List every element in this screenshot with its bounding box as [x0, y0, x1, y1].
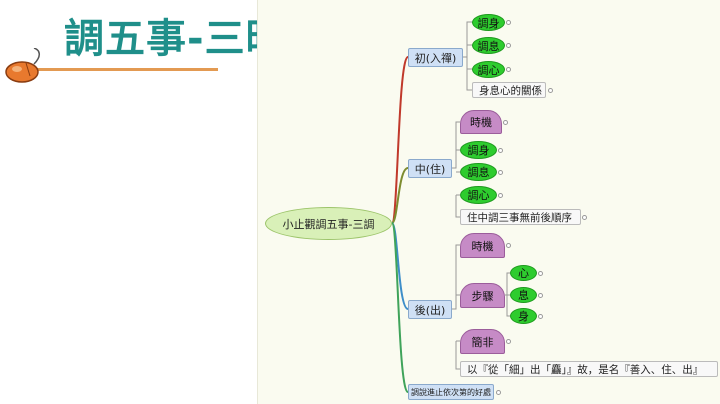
collapse-toggle[interactable] [506, 67, 511, 72]
abide-child-body[interactable]: 調身 [460, 141, 497, 159]
collapse-toggle[interactable] [506, 20, 511, 25]
enter-child-body[interactable]: 調身 [472, 14, 505, 31]
abide-note[interactable]: 住中調三事無前後順序 [460, 209, 581, 225]
abide-child-timing[interactable]: 時機 [460, 110, 502, 134]
mouse-icon [5, 48, 40, 83]
root-node[interactable]: 小止觀調五事-三調 [265, 207, 392, 240]
collapse-toggle[interactable] [548, 88, 553, 93]
branch-exit[interactable]: 後(出) [408, 300, 452, 319]
enter-child-mind[interactable]: 調心 [472, 61, 505, 78]
collapse-toggle[interactable] [506, 339, 511, 344]
title-underline [34, 68, 218, 71]
steps-sub-body[interactable]: 身 [510, 308, 537, 324]
exit-child-refute[interactable]: 簡非 [460, 329, 505, 354]
collapse-toggle[interactable] [506, 243, 511, 248]
panel-divider [257, 0, 258, 404]
branch-benefit[interactable]: 調說進止依次第的好處 [408, 384, 494, 400]
collapse-toggle[interactable] [503, 120, 508, 125]
steps-sub-breath[interactable]: 息 [510, 287, 537, 303]
enter-child-breath[interactable]: 調息 [472, 37, 505, 54]
collapse-toggle[interactable] [498, 193, 503, 198]
branch-abide[interactable]: 中(住) [408, 159, 452, 178]
steps-sub-mind[interactable]: 心 [510, 265, 537, 281]
collapse-toggle[interactable] [538, 271, 543, 276]
exit-child-timing[interactable]: 時機 [460, 233, 505, 258]
enter-note[interactable]: 身息心的關係 [472, 82, 546, 98]
collapse-toggle[interactable] [582, 215, 587, 220]
exit-child-steps[interactable]: 步驟 [460, 283, 505, 308]
exit-note[interactable]: 以『從「細」出「麤」』故，是名『善入、住、出』 [460, 361, 718, 377]
collapse-toggle[interactable] [498, 170, 503, 175]
abide-child-breath[interactable]: 調息 [460, 163, 497, 181]
collapse-toggle[interactable] [538, 293, 543, 298]
branch-enter[interactable]: 初(入禪) [408, 48, 463, 67]
collapse-toggle[interactable] [538, 314, 543, 319]
collapse-toggle[interactable] [498, 148, 503, 153]
collapse-toggle[interactable] [496, 390, 501, 395]
abide-child-mind[interactable]: 調心 [460, 186, 497, 204]
collapse-toggle[interactable] [506, 43, 511, 48]
